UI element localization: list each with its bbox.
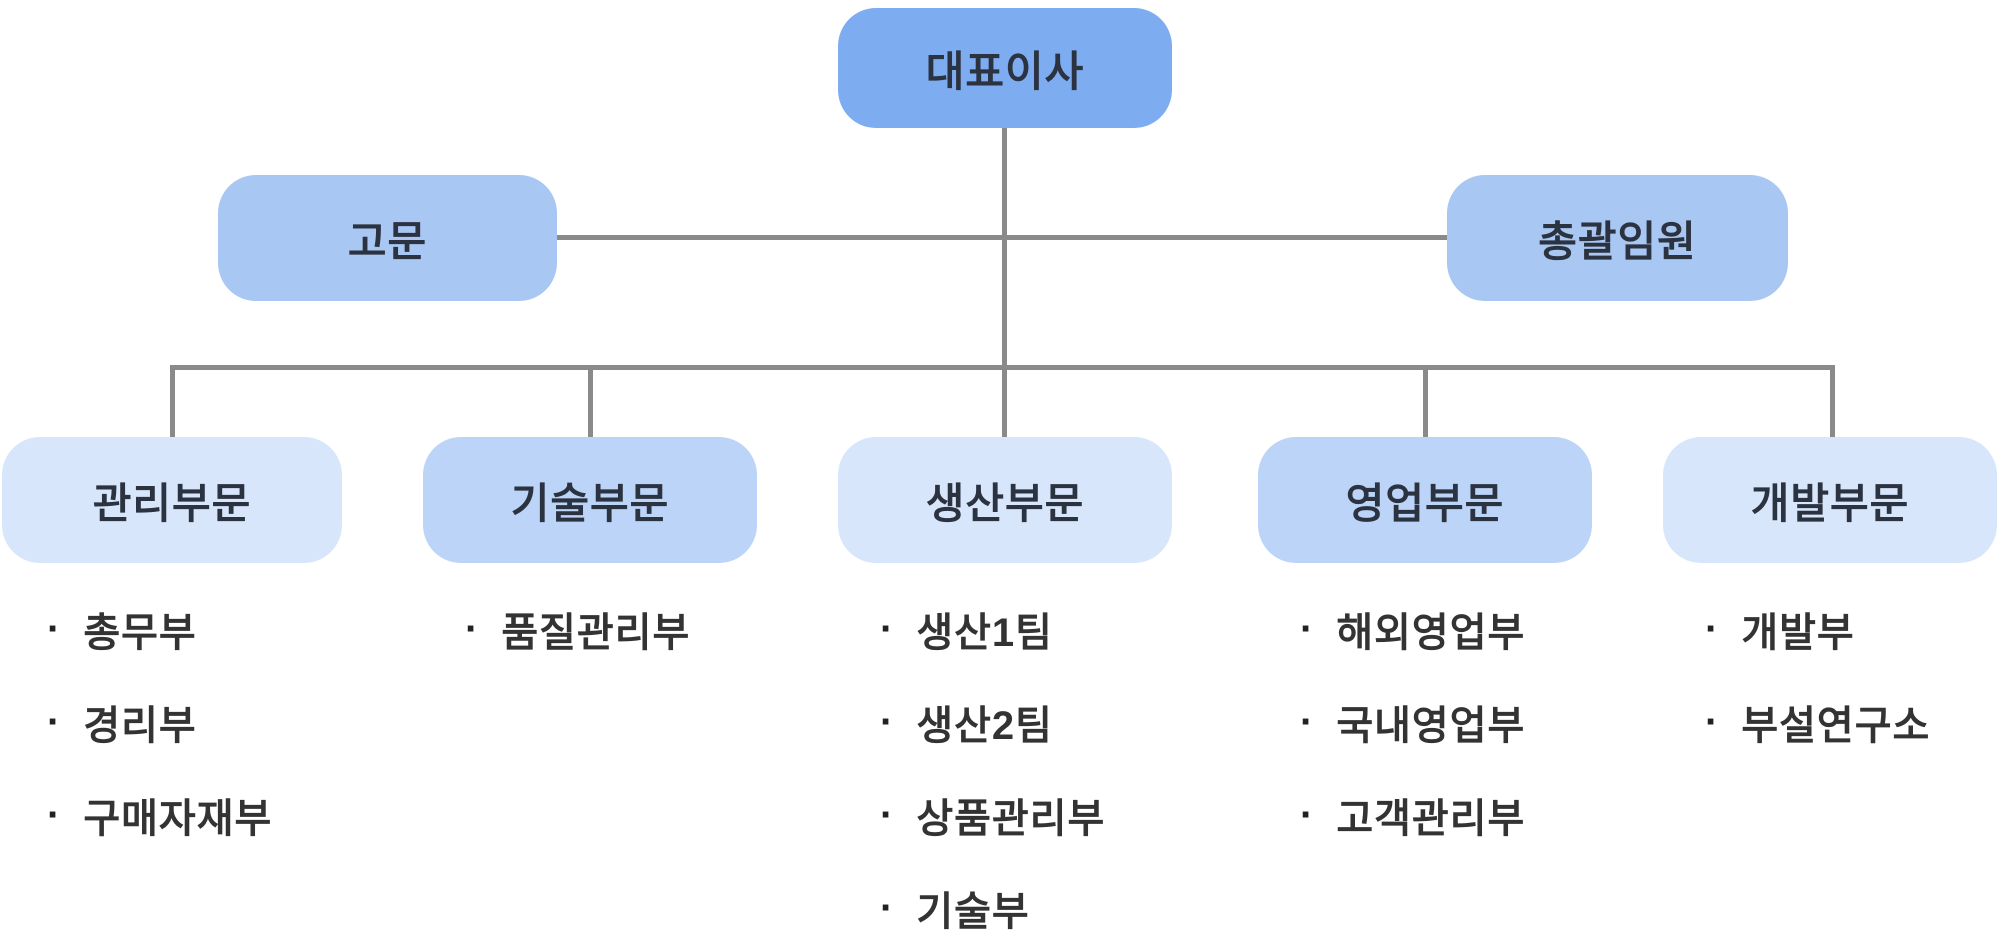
dept-item-label: 해외영업부 <box>1336 610 1526 655</box>
bullet-icon: · <box>880 885 895 930</box>
dept-list-technology: · 품질관리부 <box>465 582 690 675</box>
connector-drop-sales <box>1423 365 1428 439</box>
node-division-development: 개발부문 <box>1663 437 1997 563</box>
bullet-icon: · <box>47 792 62 837</box>
dept-item-label: 경리부 <box>83 703 197 748</box>
dept-item-label: 상품관리부 <box>916 796 1106 841</box>
dept-item: · 부설연구소 <box>1705 675 1930 768</box>
node-division-production-label: 생산부문 <box>925 479 1085 527</box>
dept-list-development: · 개발부 · 부설연구소 <box>1705 582 1930 768</box>
node-ceo-label: 대표이사 <box>925 47 1085 95</box>
dept-item-label: 부설연구소 <box>1741 703 1931 748</box>
bullet-icon: · <box>1705 606 1720 651</box>
node-executive: 총괄임원 <box>1447 175 1788 301</box>
connector-ceo-vertical <box>1002 128 1007 438</box>
dept-list-management: · 총무부 · 경리부 · 구매자재부 <box>47 582 272 861</box>
dept-item: · 경리부 <box>47 675 272 768</box>
dept-item: · 해외영업부 <box>1300 582 1525 675</box>
connector-staff-horizontal <box>557 235 1447 240</box>
connector-division-horizontal <box>170 365 1835 370</box>
node-division-management-label: 관리부문 <box>92 479 252 527</box>
dept-item-label: 구매자재부 <box>83 796 273 841</box>
node-division-technology-label: 기술부문 <box>510 479 670 527</box>
dept-item: · 생산2팀 <box>880 675 1105 768</box>
dept-item: · 품질관리부 <box>465 582 690 675</box>
bullet-icon: · <box>880 792 895 837</box>
dept-item-label: 국내영업부 <box>1336 703 1526 748</box>
bullet-icon: · <box>1300 606 1315 651</box>
node-advisor-label: 고문 <box>347 217 428 265</box>
node-division-development-label: 개발부문 <box>1750 479 1910 527</box>
dept-item: · 기술부 <box>880 861 1105 930</box>
dept-item-label: 품질관리부 <box>501 610 691 655</box>
node-advisor: 고문 <box>218 175 557 301</box>
node-ceo: 대표이사 <box>838 8 1172 128</box>
dept-item-label: 고객관리부 <box>1336 796 1526 841</box>
connector-drop-development <box>1830 365 1835 439</box>
bullet-icon: · <box>47 606 62 651</box>
dept-item-label: 생산2팀 <box>916 703 1053 748</box>
node-division-technology: 기술부문 <box>423 437 757 563</box>
dept-list-sales: · 해외영업부 · 국내영업부 · 고객관리부 <box>1300 582 1525 861</box>
dept-item: · 구매자재부 <box>47 768 272 861</box>
node-division-management: 관리부문 <box>2 437 342 563</box>
node-division-production: 생산부문 <box>838 437 1172 563</box>
dept-item: · 개발부 <box>1705 582 1930 675</box>
dept-item-label: 총무부 <box>83 610 197 655</box>
node-division-sales: 영업부문 <box>1258 437 1592 563</box>
dept-item-label: 기술부 <box>916 889 1030 930</box>
dept-item: · 생산1팀 <box>880 582 1105 675</box>
connector-drop-management <box>170 365 175 439</box>
dept-item: · 상품관리부 <box>880 768 1105 861</box>
bullet-icon: · <box>465 606 480 651</box>
dept-item: · 국내영업부 <box>1300 675 1525 768</box>
dept-item: · 고객관리부 <box>1300 768 1525 861</box>
dept-item-label: 개발부 <box>1741 610 1855 655</box>
connector-drop-technology <box>588 365 593 439</box>
bullet-icon: · <box>1300 792 1315 837</box>
bullet-icon: · <box>47 699 62 744</box>
bullet-icon: · <box>880 606 895 651</box>
dept-list-production: · 생산1팀 · 생산2팀 · 상품관리부 · 기술부 <box>880 582 1105 930</box>
dept-item-label: 생산1팀 <box>916 610 1053 655</box>
node-division-sales-label: 영업부문 <box>1345 479 1505 527</box>
node-executive-label: 총괄임원 <box>1538 217 1697 265</box>
dept-item: · 총무부 <box>47 582 272 675</box>
bullet-icon: · <box>1705 699 1720 744</box>
bullet-icon: · <box>880 699 895 744</box>
bullet-icon: · <box>1300 699 1315 744</box>
